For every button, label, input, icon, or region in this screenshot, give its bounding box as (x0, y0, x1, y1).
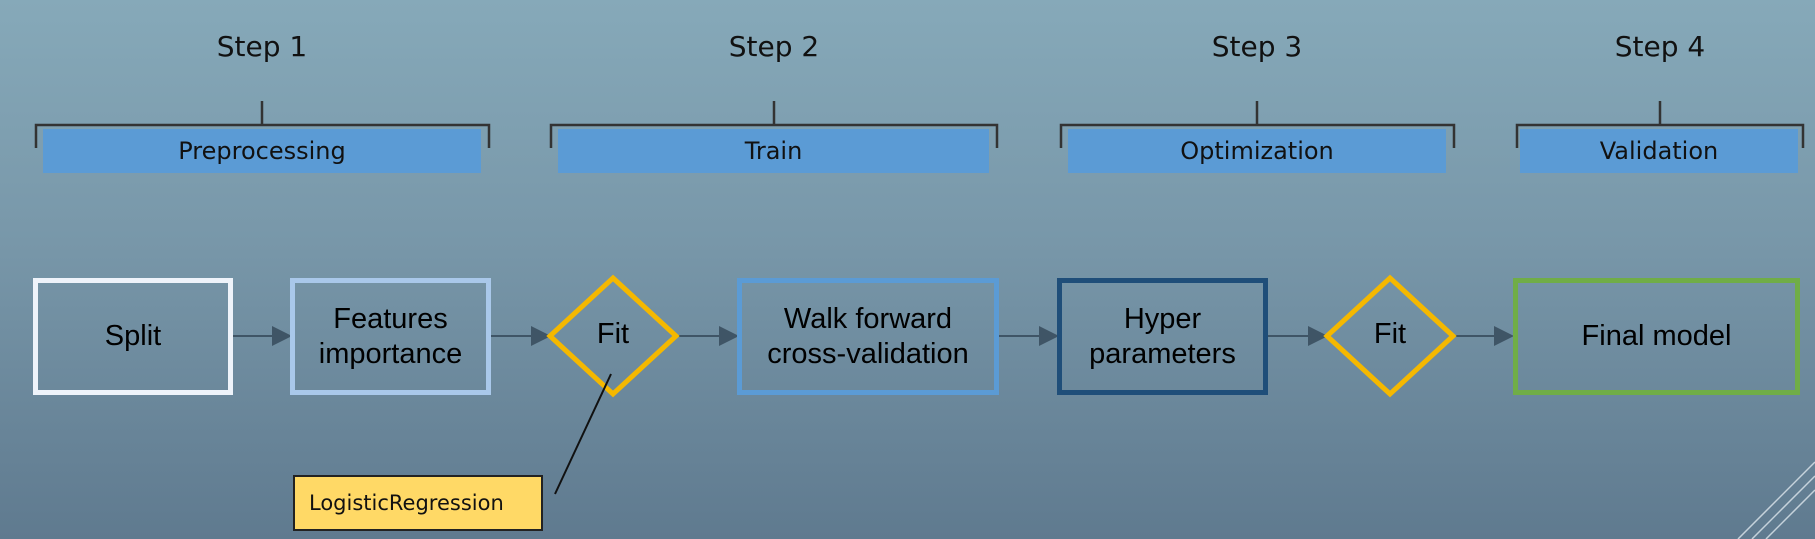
bracket-step-2 (549, 101, 999, 148)
logistic-regression-callout: LogisticRegression (293, 475, 543, 531)
phase-bar-optimization: Optimization (1068, 129, 1446, 173)
callout-label: LogisticRegression (309, 491, 504, 515)
fit-diamond-1 (546, 274, 680, 398)
step-4-title: Step 4 (1614, 30, 1706, 63)
step-1-title: Step 1 (216, 30, 308, 63)
phase-bar-preprocessing: Preprocessing (43, 129, 481, 173)
final-model-node: Final model (1513, 278, 1800, 395)
callout-leader-line (554, 373, 612, 495)
features-importance-node: Features importance (290, 278, 491, 395)
step-2-title: Step 2 (728, 30, 820, 63)
hyper-parameters-node: Hyper parameters (1057, 278, 1268, 395)
walk-forward-node: Walk forward cross-validation (737, 278, 999, 395)
fit-label-1: Fit (596, 318, 630, 350)
phase-bar-validation: Validation (1520, 129, 1798, 173)
fit-diamond-2 (1323, 274, 1457, 398)
corner-decoration (1737, 461, 1815, 539)
fit-label-2: Fit (1373, 318, 1407, 350)
bracket-step-1 (34, 101, 491, 148)
bracket-step-4 (1515, 101, 1805, 148)
phase-bar-train: Train (558, 129, 989, 173)
bracket-step-3 (1059, 101, 1456, 148)
split-node: Split (33, 278, 233, 395)
step-3-title: Step 3 (1211, 30, 1303, 63)
